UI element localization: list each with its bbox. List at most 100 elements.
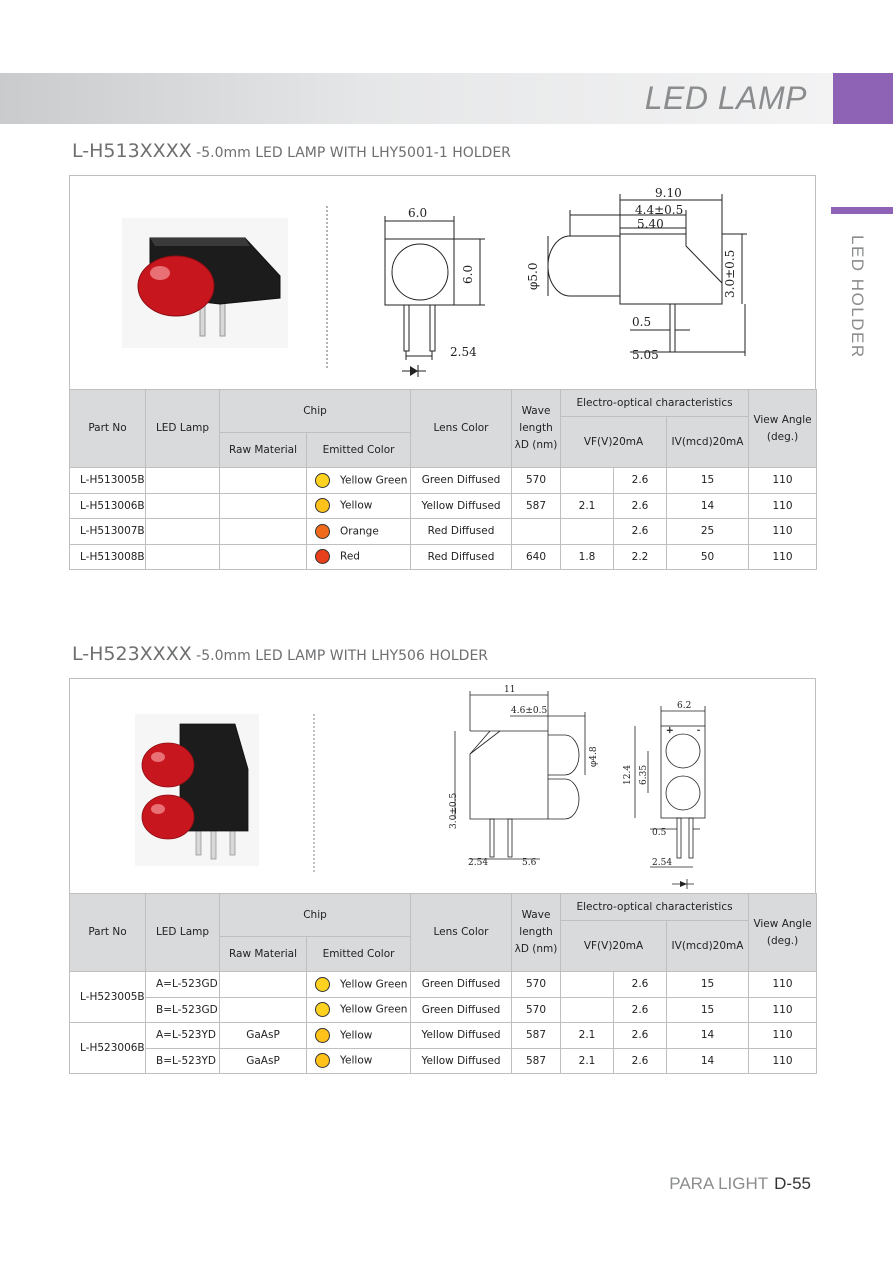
emitted-color-label: Yellow	[340, 1054, 373, 1067]
dim2-spacing: 6.35	[639, 765, 649, 785]
wavelength-cell: 570	[511, 971, 562, 998]
th2-led-lamp: LED Lamp	[145, 893, 220, 972]
part-no-cell: L-H513008B	[69, 543, 146, 570]
part-no-cell: L-H513006B	[69, 492, 146, 519]
emitted-color-cell: Red	[305, 543, 412, 570]
th-iv: IV(mcd)20mA	[666, 416, 750, 468]
view-angle-cell: 110	[748, 1047, 818, 1074]
vf-typ-cell: 2.1	[560, 1047, 615, 1074]
wavelength-cell: 570	[511, 467, 562, 494]
th-wavelength: Wave length λD (nm)	[511, 389, 562, 468]
dim2-tolerance-length: 4.6±0.5	[511, 706, 547, 716]
vf-typ-cell	[560, 467, 615, 494]
th2-vf: VF(V)20mA	[560, 920, 668, 972]
color-dot-icon	[315, 523, 330, 539]
led-lamp-cell: B=L-523YD	[145, 1047, 220, 1074]
vf-max-cell: 2.6	[613, 492, 668, 519]
view-angle-cell: 110	[748, 492, 818, 519]
th-emitted-color: Emitted Color	[305, 432, 412, 468]
wavelength-cell: 587	[511, 492, 562, 519]
vf-max-cell: 2.6	[613, 971, 668, 998]
raw-material-cell	[219, 971, 307, 998]
emitted-color-label: Red	[340, 550, 360, 563]
part-no-cell: L-H513005B	[69, 467, 146, 494]
dim2-lead-length: 5.6	[522, 858, 537, 868]
dim2-tall: 12.4	[623, 765, 633, 785]
th2-part-no: Part No	[69, 893, 146, 972]
emitted-color-cell: Orange	[305, 518, 412, 545]
dim2-diameter: φ4.8	[589, 746, 599, 767]
emitted-color-cell: Yellow	[305, 492, 412, 519]
vf-typ-cell: 2.1	[560, 1022, 615, 1049]
dim2-total-length: 11	[504, 685, 515, 695]
emitted-color-cell: Yellow	[305, 1022, 412, 1049]
view-angle-cell: 110	[748, 996, 818, 1023]
section1-description: -5.0mm LED LAMP WITH LHY5001-1 HOLDER	[191, 145, 511, 161]
emitted-color-label: Orange	[340, 525, 379, 538]
led-lamp-cell: A=L-523GD	[145, 971, 220, 998]
th-lens-color: Lens Color	[410, 389, 513, 468]
wavelength-cell: 640	[511, 543, 562, 570]
th-vf: VF(V)20mA	[560, 416, 668, 468]
dim2-height: 3.0±0.5	[449, 793, 459, 829]
lens-color-cell: Red Diffused	[410, 518, 513, 545]
raw-material-cell	[219, 518, 307, 545]
part-no-cell: L-H523006B	[69, 1022, 146, 1074]
iv-typ-cell: 50	[666, 543, 750, 570]
raw-material-cell	[219, 543, 307, 570]
emitted-color-label: Yellow Green	[340, 474, 408, 487]
header-accent-tab	[833, 73, 893, 124]
iv-typ-cell: 14	[666, 492, 750, 519]
dim-lead-length: 5.05	[632, 348, 659, 362]
led-lamp-cell	[145, 543, 220, 570]
header-bar	[0, 73, 833, 124]
dim2-lead-width: 0.5	[652, 828, 667, 838]
vf-max-cell: 2.2	[613, 543, 668, 570]
raw-material-cell	[219, 996, 307, 1023]
wavelength-cell	[511, 518, 562, 545]
raw-material-cell	[219, 467, 307, 494]
emitted-color-label: Yellow Green	[340, 978, 408, 991]
lens-color-cell: Yellow Diffused	[410, 1022, 513, 1049]
th2-iv: IV(mcd)20mA	[666, 920, 750, 972]
iv-typ-cell: 14	[666, 1022, 750, 1049]
section2-part-prefix: L-H523XXXX	[72, 643, 192, 665]
iv-typ-cell: 15	[666, 467, 750, 494]
dim2-width: 6.2	[677, 701, 691, 711]
view-angle-cell: 110	[748, 467, 818, 494]
lens-color-cell: Green Diffused	[410, 996, 513, 1023]
th2-wavelength: Wave length λD (nm)	[511, 893, 562, 972]
vf-max-cell: 2.6	[613, 1047, 668, 1074]
section2-description: -5.0mm LED LAMP WITH LHY506 HOLDER	[191, 648, 489, 664]
th-led-lamp: LED Lamp	[145, 389, 220, 468]
vf-typ-cell	[560, 996, 615, 1023]
side-label: LED HOLDER	[848, 235, 867, 359]
dual-led-holder-photo	[135, 714, 259, 866]
th-view-angle: View Angle (deg.)	[748, 389, 818, 468]
dim2-pitch-b: 2.54	[652, 858, 672, 868]
emitted-color-cell: Yellow	[305, 1047, 412, 1074]
iv-typ-cell: 14	[666, 1047, 750, 1074]
lens-color-cell: Yellow Diffused	[410, 492, 513, 519]
vf-max-cell: 2.6	[613, 996, 668, 1023]
th-part-no: Part No	[69, 389, 146, 468]
led-lamp-cell: A=L-523YD	[145, 1022, 220, 1049]
part-no-cell: L-H523005B	[69, 971, 146, 1023]
section2-figure: 11 4.6±0.5 φ4.8 3.0±0.5 2.54 5.6 6.2 + -…	[69, 678, 816, 893]
polarity-minus: -	[697, 726, 700, 736]
color-dot-icon	[315, 549, 330, 565]
raw-material-cell	[219, 492, 307, 519]
dim-total-length: 9.10	[655, 186, 682, 200]
section2-title: L-H523XXXX -5.0mm LED LAMP WITH LHY506 H…	[72, 643, 488, 665]
vf-max-cell: 2.6	[613, 518, 668, 545]
vf-max-cell: 2.6	[613, 1022, 668, 1049]
wavelength-cell: 587	[511, 1047, 562, 1074]
led-lamp-cell	[145, 467, 220, 494]
th-raw-material: Raw Material	[219, 432, 307, 468]
